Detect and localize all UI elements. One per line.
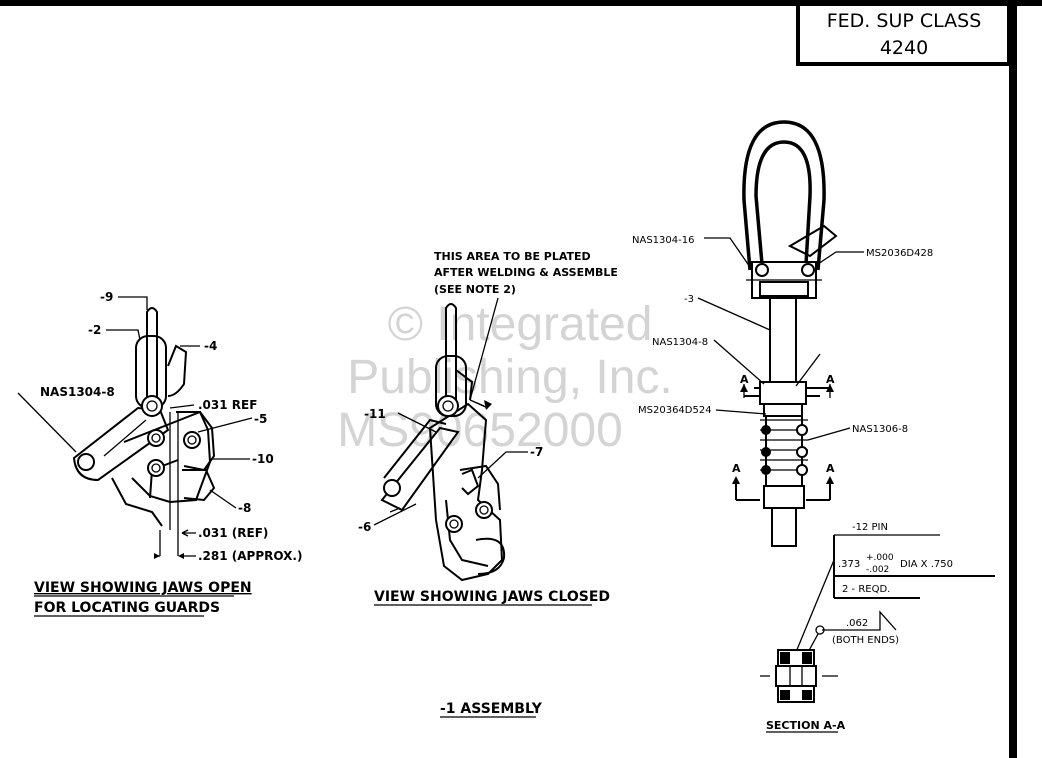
caption-jaws-open-line1: VIEW SHOWING JAWS OPEN	[34, 580, 252, 596]
label-section-a-upper-right: A	[826, 373, 835, 386]
label-part-10: -10	[252, 452, 274, 466]
view-jaws-closed-drawing	[373, 297, 528, 582]
watermark-line2: Publishing, Inc.	[347, 351, 673, 404]
label-ms20364d524: MS20364D524	[638, 405, 712, 416]
title-block-line2: 4240	[880, 37, 928, 59]
label-part-6: -6	[358, 520, 371, 534]
label-part-4: -4	[204, 339, 217, 353]
label-dia-base: .373	[838, 559, 860, 570]
watermark: © Integrated Publishing, Inc. MS90652000	[337, 298, 673, 457]
label-section-a-lower-left: A	[732, 462, 741, 475]
label-part-3: -3	[684, 294, 694, 305]
right-border	[1009, 0, 1017, 758]
view-jaws-open-drawing	[17, 296, 253, 559]
section-aa-drawing	[760, 534, 995, 703]
note-plated-line1: THIS AREA TO BE PLATED	[434, 250, 591, 263]
assembly-label: -1 ASSEMBLY	[440, 701, 543, 717]
view-jaws-closed-labels: THIS AREA TO BE PLATED AFTER WELDING & A…	[358, 250, 618, 606]
label-tol-plus: +.000	[866, 553, 894, 563]
label-pin-12: -12 PIN	[852, 522, 888, 533]
note-plated-line3: (SEE NOTE 2)	[434, 283, 516, 296]
label-part-5: -5	[254, 412, 267, 426]
caption-jaws-closed: VIEW SHOWING JAWS CLOSED	[374, 589, 610, 605]
label-part-8: -8	[238, 501, 251, 515]
label-dim-281-approx: .281 (APPROX.)	[198, 549, 302, 563]
watermark-line1: © Integrated	[388, 298, 653, 351]
watermark-line3: MS90652000	[337, 404, 623, 457]
label-nas1304-8-side: NAS1304-8	[652, 337, 708, 348]
label-part-11: -11	[364, 407, 386, 421]
label-part-9: -9	[100, 290, 113, 304]
caption-jaws-open-line2: FOR LOCATING GUARDS	[34, 600, 220, 616]
label-nas1304-8-open: NAS1304-8	[40, 385, 115, 399]
label-section-a-lower-right: A	[826, 462, 835, 475]
section-aa-labels: -12 PIN .373 +.000 -.002 DIA X .750 2 - …	[766, 522, 953, 733]
view-jaws-open-labels: -9 -2 -4 NAS1304-8 .031 REF -5 -10 -8 .0…	[34, 290, 302, 617]
title-block-line1: FED. SUP CLASS	[827, 10, 982, 32]
note-plated-line2: AFTER WELDING & ASSEMBLE	[434, 266, 618, 279]
label-nas1306-8: NAS1306-8	[852, 424, 908, 435]
label-nas1304-16: NAS1304-16	[632, 235, 694, 246]
caption-section-aa: SECTION A-A	[766, 719, 846, 732]
label-section-a-upper-left: A	[740, 373, 749, 386]
label-weld-note: (BOTH ENDS)	[832, 635, 899, 646]
side-view-drawing	[697, 120, 864, 547]
label-part-2: -2	[88, 323, 101, 337]
label-weld-size: .062	[846, 618, 868, 629]
label-tol-minus: -.002	[866, 565, 889, 575]
label-dia-suffix: DIA X .750	[900, 559, 953, 570]
side-view-labels: NAS1304-16 MS2036D428 -3 NAS1304-8 MS203…	[632, 235, 933, 475]
label-part-7: -7	[530, 445, 543, 459]
label-dim-031-ref: .031 (REF)	[198, 526, 268, 540]
label-reqd: 2 - REQD.	[842, 584, 890, 595]
label-ms20364d428: MS2036D428	[866, 248, 933, 259]
title-block: FED. SUP CLASS 4240	[796, 2, 1011, 66]
label-ref-031: .031 REF	[198, 398, 257, 412]
top-border	[0, 0, 1042, 6]
